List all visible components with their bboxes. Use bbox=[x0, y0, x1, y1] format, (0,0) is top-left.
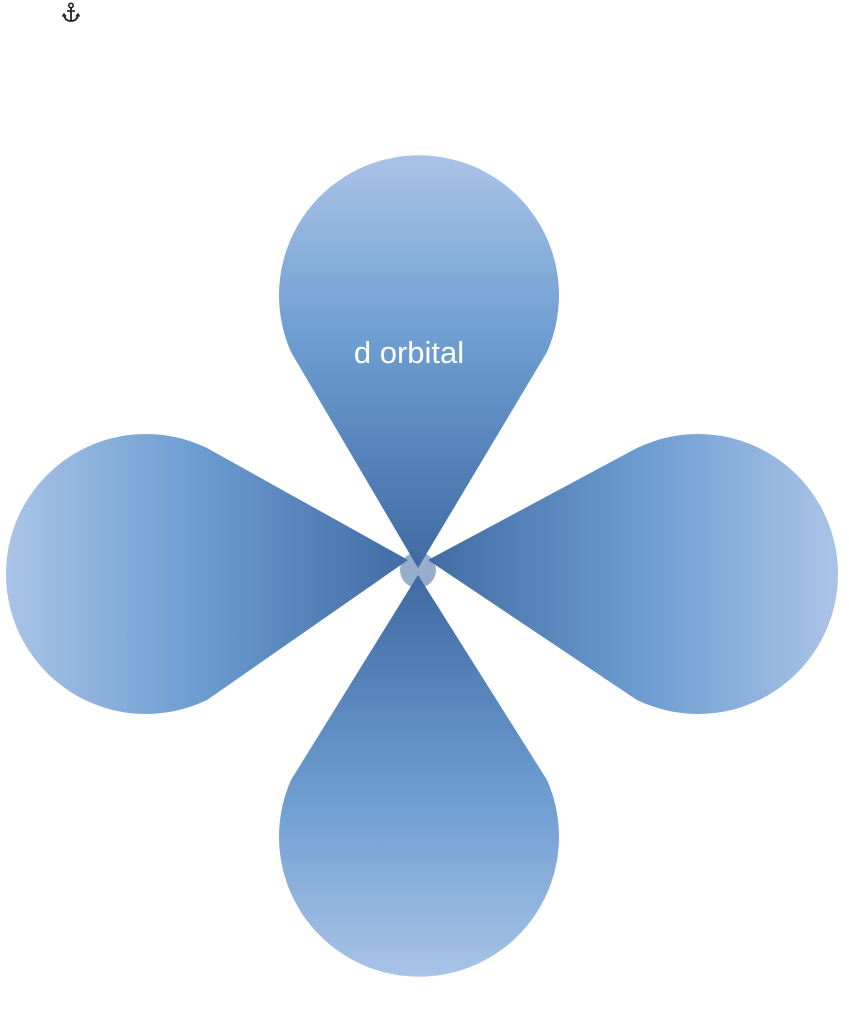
orbital-lobe-bottom bbox=[279, 575, 559, 977]
orbital-label: d orbital bbox=[354, 335, 464, 370]
anchor-icon bbox=[61, 2, 81, 22]
orbital-lobe-right bbox=[428, 433, 839, 714]
orbital-lobe-left bbox=[5, 433, 409, 714]
orbital-nucleus bbox=[400, 552, 436, 588]
orbital-lobe-top bbox=[279, 155, 559, 568]
